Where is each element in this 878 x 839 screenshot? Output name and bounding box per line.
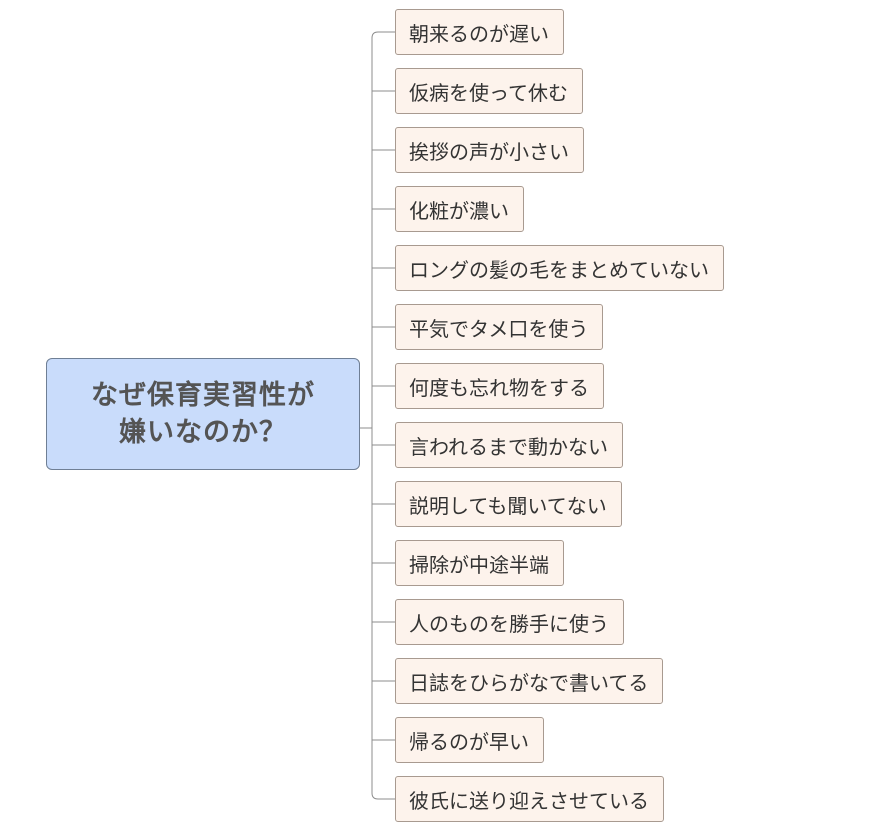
branch-label: 彼氏に送り迎えさせている: [409, 788, 649, 813]
connector-branch: [371, 792, 395, 800]
branch-item: 説明しても聞いてない: [395, 481, 724, 527]
branch-item: ロングの髪の毛をまとめていない: [395, 245, 724, 291]
branch-label: 化粧が濃い: [409, 198, 509, 223]
branch-node[interactable]: 仮病を使って休む: [395, 68, 583, 114]
branch-item: 彼氏に送り迎えさせている: [395, 776, 724, 822]
branch-item: 言われるまで動かない: [395, 422, 724, 468]
branch-node[interactable]: 日誌をひらがなで書いてる: [395, 658, 664, 704]
branch-node[interactable]: 彼氏に送り迎えさせている: [395, 776, 664, 822]
branch-node[interactable]: 帰るのが早い: [395, 717, 544, 763]
branch-label: 説明しても聞いてない: [409, 493, 607, 518]
branch-list: 朝来るのが遅い 仮病を使って休む 挨拶の声が小さい 化粧が濃い ロングの髪の毛を…: [395, 9, 724, 835]
branch-node[interactable]: 人のものを勝手に使う: [395, 599, 624, 645]
branch-node[interactable]: 何度も忘れ物をする: [395, 363, 604, 409]
branch-node[interactable]: 化粧が濃い: [395, 186, 524, 232]
branch-node[interactable]: 言われるまで動かない: [395, 422, 623, 468]
branch-item: 掃除が中途半端: [395, 540, 724, 586]
branch-item: 朝来るのが遅い: [395, 9, 724, 55]
branch-item: 何度も忘れ物をする: [395, 363, 724, 409]
branch-node[interactable]: 平気でタメ口を使う: [395, 304, 604, 350]
branch-item: 平気でタメ口を使う: [395, 304, 724, 350]
branch-item: 日誌をひらがなで書いてる: [395, 658, 724, 704]
branch-label: 朝来るのが遅い: [409, 21, 549, 46]
branch-label: 平気でタメ口を使う: [409, 316, 589, 341]
branch-node[interactable]: 説明しても聞いてない: [395, 481, 622, 527]
branch-label: ロングの髪の毛をまとめていない: [409, 257, 709, 282]
branch-node[interactable]: 挨拶の声が小さい: [395, 127, 584, 173]
branch-item: 帰るのが早い: [395, 717, 724, 763]
branch-label: 日誌をひらがなで書いてる: [409, 670, 649, 695]
branch-node[interactable]: 掃除が中途半端: [395, 540, 564, 586]
branch-item: 化粧が濃い: [395, 186, 724, 232]
central-topic[interactable]: なぜ保育実習性が 嫌いなのか？: [46, 358, 360, 470]
branch-item: 仮病を使って休む: [395, 68, 724, 114]
branch-item: 人のものを勝手に使う: [395, 599, 724, 645]
branch-label: 掃除が中途半端: [409, 552, 549, 577]
branch-label: 挨拶の声が小さい: [409, 139, 569, 164]
branch-label: 仮病を使って休む: [409, 80, 568, 105]
branch-node[interactable]: 朝来るのが遅い: [395, 9, 564, 55]
connector-branch: [371, 31, 395, 39]
branch-node[interactable]: ロングの髪の毛をまとめていない: [395, 245, 724, 291]
branch-label: 言われるまで動かない: [409, 434, 608, 459]
branch-label: 何度も忘れ物をする: [409, 375, 589, 400]
branch-item: 挨拶の声が小さい: [395, 127, 724, 173]
branch-label: 帰るのが早い: [409, 729, 529, 754]
central-topic-label: なぜ保育実習性が 嫌いなのか？: [91, 380, 315, 448]
branch-label: 人のものを勝手に使う: [409, 611, 609, 636]
